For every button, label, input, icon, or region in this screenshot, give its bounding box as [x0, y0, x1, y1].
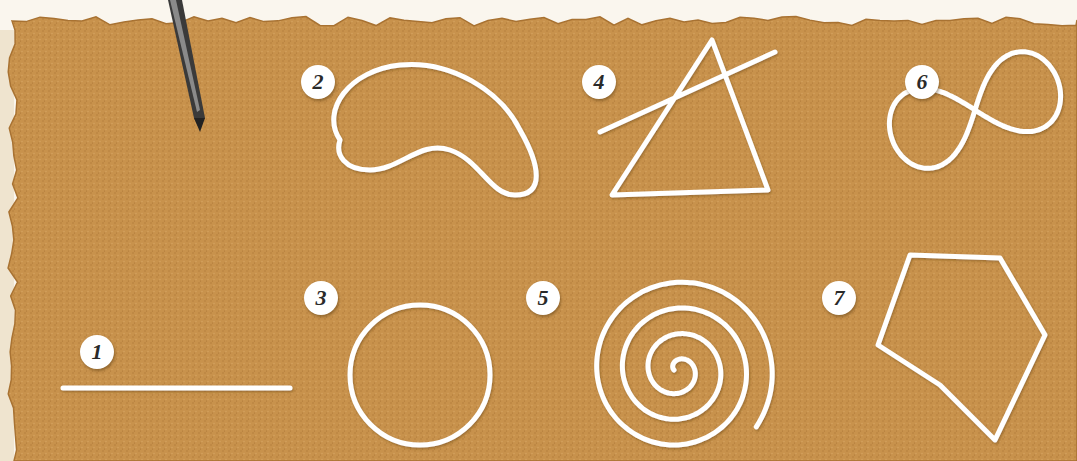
brush [168, 0, 205, 132]
callout-number: 3 [304, 281, 338, 315]
callout-number: 2 [301, 65, 335, 99]
callout-number: 6 [905, 65, 939, 99]
closed-curve [334, 64, 537, 195]
polygon-shape [878, 255, 1045, 440]
circle-shape [350, 305, 490, 445]
spiral-curve [597, 282, 773, 445]
callout-number: 1 [80, 335, 114, 369]
callout-number: 4 [582, 65, 616, 99]
broken-line [600, 40, 775, 195]
callout-number: 5 [526, 281, 560, 315]
callout-number: 7 [822, 281, 856, 315]
straight-line [63, 386, 290, 391]
figure-eight [889, 52, 1060, 169]
